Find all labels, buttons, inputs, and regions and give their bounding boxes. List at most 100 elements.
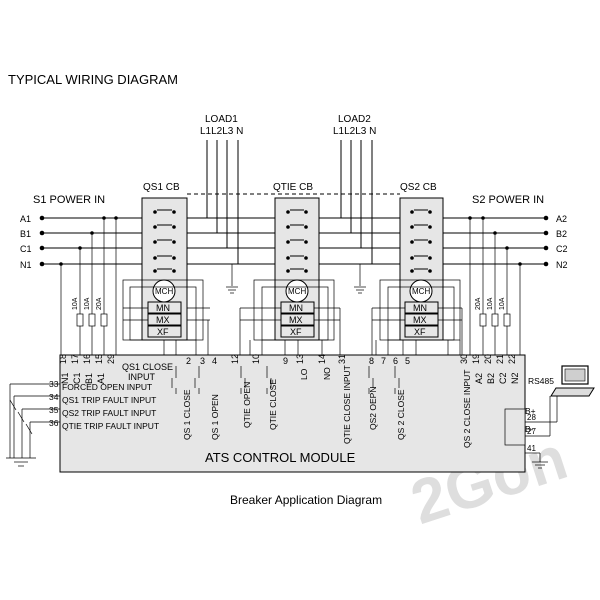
label-qs1-open: QS 1 OPEN [210, 394, 220, 440]
rs485-label: RS485 [528, 376, 554, 386]
module-label-c1: C1 [72, 372, 82, 384]
label-qtie-close: QTIE CLOSE [268, 379, 278, 430]
qs2-mn-label: MN [413, 303, 427, 313]
side-input-switches [6, 383, 60, 467]
qtie-mch-label: MCH [288, 287, 306, 296]
module-function-labels: QS 1 CLOSE QS 1 OPEN QTIE OPEN QTIE CLOS… [182, 365, 472, 448]
module-contacts [171, 366, 400, 394]
terminal-9: 9 [283, 356, 288, 366]
module-label-n1: N1 [60, 372, 70, 384]
terminal-10: 10 [251, 354, 261, 364]
load2-title: LOAD2 [338, 114, 371, 125]
s1-power-label: S1 POWER IN [33, 194, 105, 206]
terminal-21: 21 [495, 354, 505, 364]
terminal-2: 2 [186, 356, 191, 366]
s2-phase-b: B2 [556, 229, 567, 239]
terminal-29: 29 [106, 354, 116, 364]
input-qs2-trip-fault: QS2 TRIP FAULT INPUT [62, 408, 156, 418]
input-forced-open: FORCED OPEN INPUT [62, 382, 152, 392]
diagram-caption: Breaker Application Diagram [230, 493, 382, 507]
terminal-35: 35 [49, 405, 59, 415]
terminal-8: 8 [369, 356, 374, 366]
qtie-cb-label: QTIE CB [273, 182, 313, 193]
label-no: NO [322, 367, 332, 380]
module-label-b2: B2 [486, 373, 496, 384]
load1-phases: L1L2L3 N [200, 126, 243, 137]
load2-wires [340, 140, 373, 264]
load2-phases: L1L2L3 N [333, 126, 376, 137]
qtie-mx-label: MX [289, 315, 303, 325]
terminal-18: 18 [58, 354, 68, 364]
terminal-7: 7 [381, 356, 386, 366]
terminal-5: 5 [405, 356, 410, 366]
qs1-cb-label: QS1 CB [143, 182, 180, 193]
qs1-mx-label: MX [156, 315, 170, 325]
qs2-xf-label: XF [414, 327, 426, 337]
label-b-minus: B- [525, 424, 534, 434]
ats-control-module [59, 354, 526, 473]
label-qs1-close: QS 1 CLOSE [182, 389, 192, 440]
terminal-27: 27 [527, 427, 536, 436]
terminal-13: 13 [295, 354, 305, 364]
label-qtie-open: QTIE OPEN [242, 382, 252, 428]
module-label-a1: A1 [96, 373, 106, 384]
module-label-n2: N2 [510, 372, 520, 384]
terminal-4: 4 [212, 356, 217, 366]
left-tap-dots [59, 216, 118, 266]
module-label-b1: B1 [84, 373, 94, 384]
qtie-xf-label: XF [290, 327, 302, 337]
terminal-31: 31 [337, 354, 347, 364]
qs2-cb-label: QS2 CB [400, 182, 437, 193]
s2-power-label: S2 POWER IN [472, 194, 544, 206]
qs2-breaker: MCH MN MX XF [399, 197, 444, 341]
label-b-plus: B+ [525, 406, 536, 416]
fuse-label-4: 20A [475, 297, 482, 310]
label-qs2-oepn: QS2 OEPN [368, 387, 378, 430]
qs1-mn-label: MN [156, 303, 170, 313]
s1-phase-b: B1 [20, 229, 31, 239]
input-qs1-trip-fault: QS1 TRIP FAULT INPUT [62, 395, 156, 405]
right-fuse-taps [469, 218, 521, 355]
terminal-34: 34 [49, 392, 59, 402]
module-label-a2: A2 [474, 373, 484, 384]
terminal-20: 20 [483, 354, 493, 364]
terminal-19: 19 [471, 354, 481, 364]
terminal-36: 36 [49, 418, 59, 428]
terminal-12: 12 [230, 354, 240, 364]
terminal-30: 30 [459, 354, 469, 364]
module-terminal-numbers: 18 17 16 15 29 2 3 4 12 10 9 13 14 31 8 … [58, 354, 517, 366]
module-phase-labels: N1 C1 B1 A1 A2 B2 C2 N2 [60, 372, 520, 384]
qs2-mx-label: MX [413, 315, 427, 325]
qtie-mn-label: MN [289, 303, 303, 313]
module-title: ATS CONTROL MODULE [205, 450, 356, 465]
terminal-28: 28 [527, 413, 536, 422]
fuse-label-1: 10A [72, 297, 79, 310]
qs1-xf-label: XF [157, 327, 169, 337]
module-signal-wires [175, 320, 461, 355]
terminal-16: 16 [82, 354, 92, 364]
terminal-17: 17 [70, 354, 80, 364]
fuse-label-3: 20A [96, 297, 103, 310]
comm-wiring [504, 396, 558, 469]
terminal-22: 22 [507, 354, 517, 364]
bus-terminal-dots [39, 215, 549, 267]
terminal-41: 41 [527, 444, 536, 453]
module-comm-terminals: B+ B- 28 27 41 RS485 [525, 376, 554, 453]
laptop-icon [550, 365, 595, 397]
terminal-6: 6 [393, 356, 398, 366]
label-qtie-close-input: QTIE CLOSE INPUT [342, 365, 352, 444]
aux-wiring [122, 264, 463, 355]
label-lo: LO [299, 368, 309, 380]
s1-phase-n: N1 [20, 260, 32, 270]
load1-title: LOAD1 [205, 114, 238, 125]
label-qs2-close: QS 2 CLOSE [396, 389, 406, 440]
qs1-mch-label: MCH [155, 287, 173, 296]
s2-phase-c: C2 [556, 244, 568, 254]
label-qs2-close-input: QS 2 CLOSE INPUT [462, 370, 472, 448]
load1-wires [206, 140, 239, 264]
fuse-label-6: 10A [499, 297, 506, 310]
input-qtie-trip-fault: QTIE TRIP FAULT INPUT [62, 421, 159, 431]
terminal-15: 15 [94, 354, 104, 364]
qs1-close-input-label-1: QS1 CLOSE [122, 362, 173, 372]
